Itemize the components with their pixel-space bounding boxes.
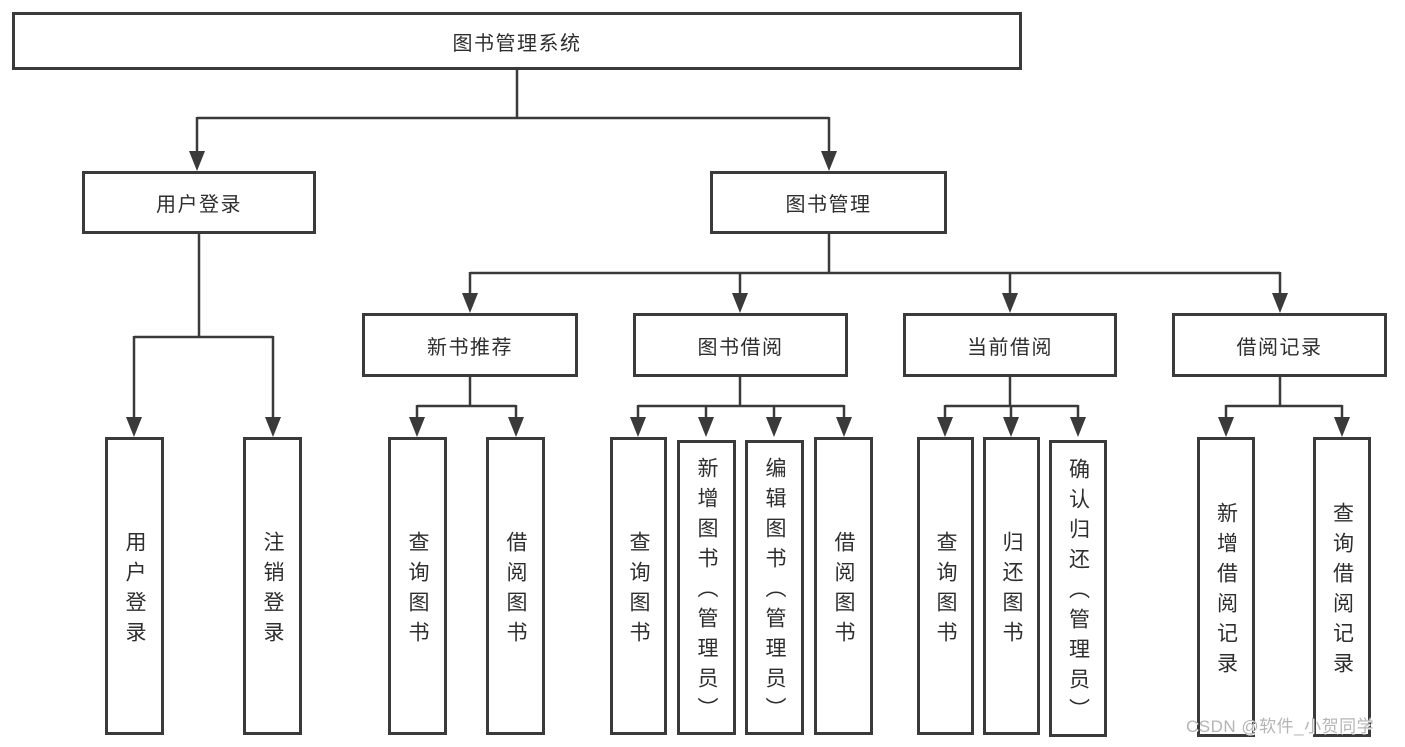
leaf-query-books-current: 查询图书 [917,437,974,735]
node-book-management: 图书管理 [710,171,947,234]
leaf-confirm-return-admin: 确认归还（管理员） [1049,440,1107,737]
leaf-borrow-books: 借阅图书 [814,437,873,735]
csdn-watermark: CSDN @软件_小贺同学 [1186,717,1375,736]
node-new-book-recommend: 新书推荐 [362,313,578,377]
leaf-query-books-recommend: 查询图书 [388,437,447,735]
node-book-borrow: 图书借阅 [633,313,848,377]
leaf-edit-books-admin: 编辑图书（管理员） [745,440,804,735]
leaf-return-books: 归还图书 [983,437,1040,735]
leaf-borrow-books-recommend: 借阅图书 [486,437,545,735]
node-root: 图书管理系统 [12,12,1022,70]
leaf-add-books-admin: 新增图书（管理员） [677,440,736,735]
leaf-logout: 注销登录 [243,437,302,735]
leaf-user-login: 用户登录 [105,437,164,735]
node-borrow-records: 借阅记录 [1172,313,1387,377]
leaf-query-borrow-record: 查询借阅记录 [1313,437,1371,737]
node-current-borrow: 当前借阅 [903,313,1117,377]
leaf-query-books-borrow: 查询图书 [610,437,667,735]
leaf-add-borrow-record: 新增借阅记录 [1197,437,1255,737]
node-user-login: 用户登录 [82,171,316,234]
